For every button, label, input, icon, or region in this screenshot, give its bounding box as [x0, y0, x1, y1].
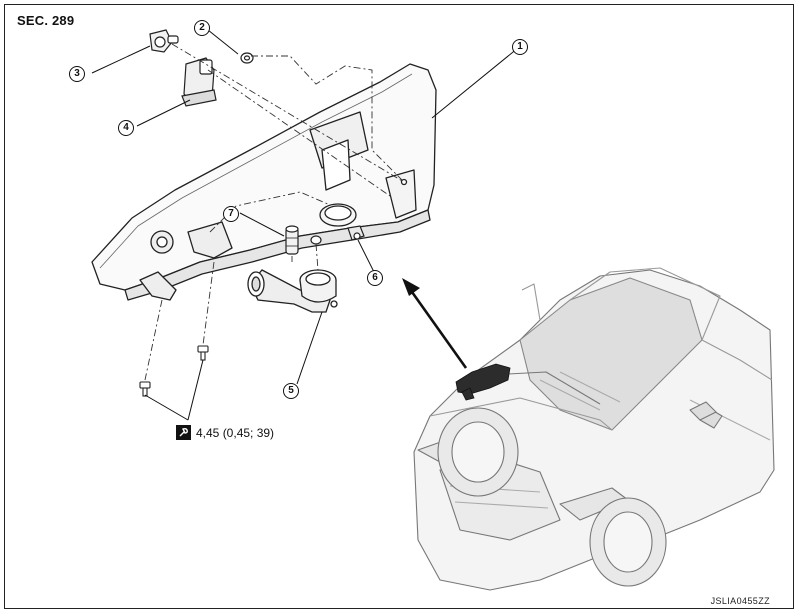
- filler-hose-part: [247, 269, 338, 313]
- hose-clamp-part: [149, 29, 179, 53]
- tank-location-highlight: [455, 363, 511, 401]
- mounting-bolts: [139, 345, 209, 397]
- bolt-left: [139, 381, 151, 397]
- callout-5: 5: [283, 383, 299, 399]
- vehicle-illustration: [413, 267, 775, 591]
- location-arrow: [402, 278, 468, 369]
- callout-6: 6: [367, 270, 383, 286]
- bolt-right: [197, 345, 209, 361]
- callout-2: 2: [194, 20, 210, 36]
- torque-wrench-icon: [176, 425, 191, 440]
- section-label: SEC. 289: [17, 13, 75, 28]
- washer-tank: [91, 63, 437, 301]
- callout-1: 1: [512, 39, 528, 55]
- reference-code: JSLIA0455ZZ: [710, 596, 770, 606]
- callout-3: 3: [69, 66, 85, 82]
- callout-7: 7: [223, 206, 239, 222]
- torque-value: 4,45 (0,45; 39): [196, 425, 275, 440]
- mounting-bracket-part: [181, 57, 217, 107]
- leader-lines: [91, 29, 519, 421]
- strainer-part: [285, 225, 322, 255]
- assembly-lines: [144, 43, 405, 381]
- torque-spec: 4,45 (0,45; 39): [176, 425, 274, 440]
- callout-4: 4: [118, 120, 134, 136]
- grommet-part: [240, 52, 254, 64]
- washer-pump-part: [347, 225, 365, 241]
